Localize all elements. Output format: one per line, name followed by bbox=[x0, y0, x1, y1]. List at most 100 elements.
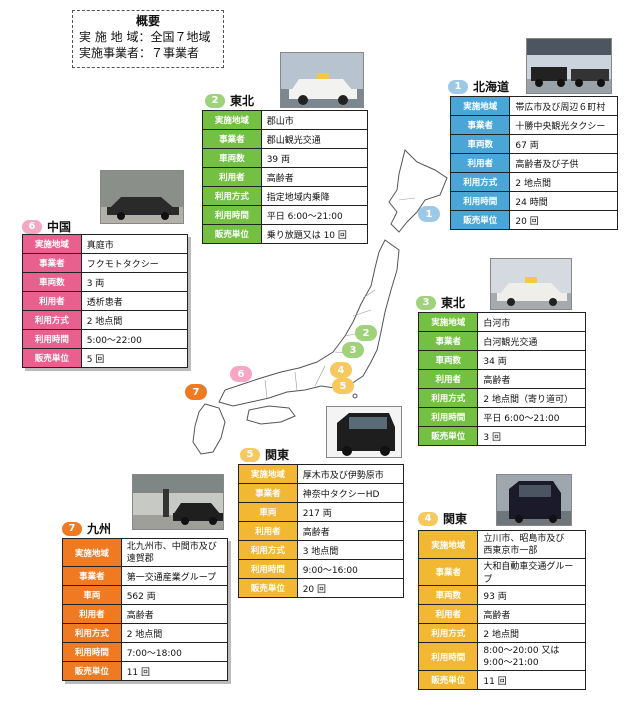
info-key: 販売単位 bbox=[202, 224, 262, 244]
info-value: 帯広市及び周辺６町村 bbox=[509, 96, 618, 116]
info-value: 39 両 bbox=[260, 148, 369, 168]
info-row: 事業者第一交通産業グループ bbox=[62, 566, 229, 586]
info-key: 車両数 bbox=[449, 134, 511, 154]
info-value: 十勝中央観光タクシー bbox=[509, 115, 618, 135]
info-value: 北九州市、中間市及び 遠賀郡 bbox=[120, 538, 229, 567]
info-key: 車両数 bbox=[202, 148, 262, 168]
info-value: 高齢者 bbox=[120, 604, 229, 624]
info-key: 実施地域 bbox=[449, 96, 511, 116]
info-key: 利用者 bbox=[238, 521, 298, 541]
info-key: 利用時間 bbox=[62, 642, 122, 662]
info-value: 8:00～20:00 又は 9:00～21:00 bbox=[477, 642, 586, 671]
info-row: 事業者郡山観光交通 bbox=[202, 129, 369, 149]
region-name: 中国 bbox=[47, 220, 72, 234]
photo-taxi-kanto-5 bbox=[326, 406, 402, 458]
info-key: 実施地域 bbox=[22, 234, 82, 254]
info-row: 実施地域郡山市 bbox=[202, 110, 369, 130]
map-marker-3[interactable]: 3 bbox=[342, 342, 364, 358]
info-value: 11 回 bbox=[120, 661, 229, 681]
info-value: 指定地域内乗降 bbox=[260, 186, 369, 206]
info-key: 事業者 bbox=[417, 558, 479, 586]
info-value: 郡山観光交通 bbox=[260, 129, 369, 149]
info-row: 利用者透析患者 bbox=[22, 291, 189, 311]
summary-line-area: 実 施 地 域：全国７地域 bbox=[79, 30, 211, 44]
info-row: 利用者高齢者 bbox=[417, 604, 586, 624]
region-name: 九州 bbox=[87, 522, 112, 536]
info-row: 実施地域帯広市及び周辺６町村 bbox=[449, 96, 618, 116]
map-marker-2[interactable]: 2 bbox=[355, 325, 377, 341]
info-key: 販売単位 bbox=[62, 661, 122, 681]
info-value: 透析患者 bbox=[80, 291, 189, 311]
summary-box: 概要 実 施 地 域：全国７地域 実施事業者：７事業者 bbox=[72, 10, 224, 68]
map-marker-6[interactable]: 6 bbox=[230, 366, 252, 382]
info-key: 販売単位 bbox=[417, 426, 479, 446]
info-key: 利用方式 bbox=[417, 623, 479, 643]
info-row: 利用者高齢者 bbox=[238, 521, 405, 541]
region-header-2: 2 東北 bbox=[205, 92, 254, 109]
info-value: 高齢者 bbox=[477, 604, 586, 624]
map-marker-4[interactable]: 4 bbox=[330, 362, 352, 378]
map-marker-5[interactable]: 5 bbox=[332, 378, 354, 394]
region-header-7: 7 九州 bbox=[62, 520, 111, 537]
region-header-3: 3 東北 bbox=[416, 294, 465, 311]
info-key: 事業者 bbox=[202, 129, 262, 149]
region-number-badge: 1 bbox=[448, 79, 468, 94]
info-value: 3 回 bbox=[477, 426, 586, 446]
info-row: 利用者高齢者及び子供 bbox=[449, 153, 618, 173]
info-value: 2 地点間 bbox=[120, 623, 229, 643]
info-key: 利用者 bbox=[22, 291, 82, 311]
info-value: 24 時間 bbox=[509, 191, 618, 211]
info-key: 利用方式 bbox=[22, 310, 82, 330]
info-key: 車両数 bbox=[417, 350, 479, 370]
info-key: 車両 bbox=[62, 585, 122, 605]
info-value: 217 両 bbox=[296, 502, 405, 522]
info-key: 利用方式 bbox=[238, 540, 298, 560]
info-key: 利用時間 bbox=[449, 191, 511, 211]
info-key: 事業者 bbox=[417, 331, 479, 351]
map-marker-1[interactable]: 1 bbox=[418, 206, 440, 222]
info-key: 実施地域 bbox=[202, 110, 262, 130]
info-key: 事業者 bbox=[238, 483, 298, 503]
info-row: 事業者白河観光交通 bbox=[417, 331, 586, 351]
info-row: 事業者十勝中央観光タクシー bbox=[449, 115, 618, 135]
info-value: 5 回 bbox=[80, 348, 189, 368]
info-value: 20 回 bbox=[509, 210, 618, 230]
info-value: 平日 6:00～21:00 bbox=[477, 407, 586, 427]
region-name: 東北 bbox=[441, 296, 466, 310]
info-key: 利用方式 bbox=[417, 388, 479, 408]
info-value: 乗り放題又は 10 回 bbox=[260, 224, 369, 244]
region-header-5: 5 関東 bbox=[240, 446, 289, 463]
info-key: 実施地域 bbox=[417, 312, 479, 332]
info-key: 利用者 bbox=[202, 167, 262, 187]
info-value: 9:00～16:00 bbox=[296, 559, 405, 579]
info-value: 562 両 bbox=[120, 585, 229, 605]
region-name: 北海道 bbox=[473, 80, 510, 94]
info-key: 利用時間 bbox=[202, 205, 262, 225]
info-key: 利用方式 bbox=[449, 172, 511, 192]
info-row: 事業者フクモトタクシー bbox=[22, 253, 189, 273]
info-row: 利用時間平日 6:00～21:00 bbox=[417, 407, 586, 427]
map-marker-7[interactable]: 7 bbox=[185, 384, 207, 400]
info-row: 利用時間平日 6:00～21:00 bbox=[202, 205, 369, 225]
info-key: 利用方式 bbox=[202, 186, 262, 206]
info-value: 高齢者 bbox=[477, 369, 586, 389]
info-value: 7:00～18:00 bbox=[120, 642, 229, 662]
info-key: 利用者 bbox=[62, 604, 122, 624]
info-key: 実施地域 bbox=[417, 530, 479, 559]
